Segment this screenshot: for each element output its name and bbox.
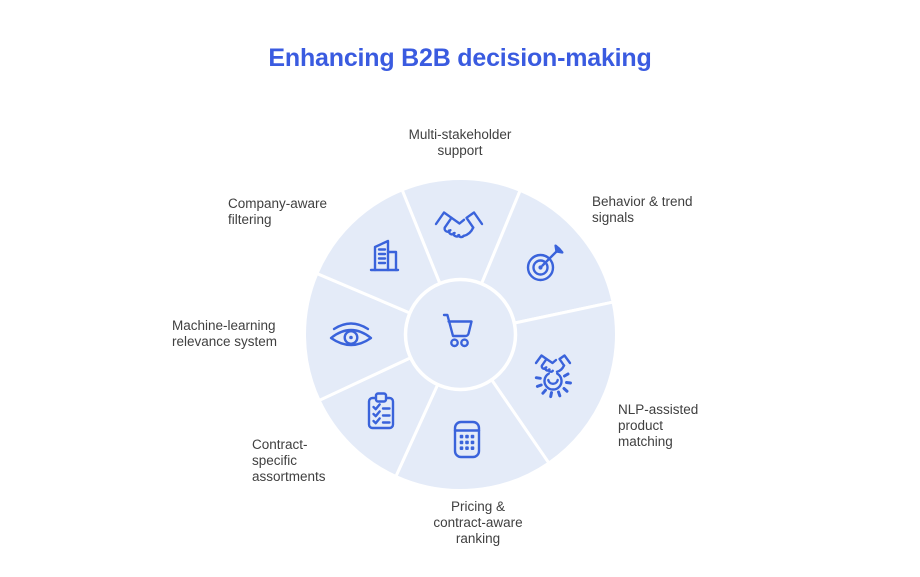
building-icon xyxy=(360,231,408,279)
segment-pricing-contract-aware-ranking xyxy=(394,333,551,492)
segment-label-contract-specific-assortments: Contract- specific assortments xyxy=(252,437,326,484)
segment-machine-learning-relevance-system xyxy=(303,272,462,402)
segment-label-pricing-contract-aware-ranking: Pricing & contract-aware ranking xyxy=(433,499,523,546)
shopping-cart-icon xyxy=(432,308,482,358)
handshake-gear-icon xyxy=(527,348,579,400)
segment-label-company-aware-filtering: Company-aware filtering xyxy=(228,196,328,227)
clipboard-checklist-icon xyxy=(358,388,404,436)
calculator-icon xyxy=(444,416,489,463)
target-icon xyxy=(520,240,568,288)
segment-label-machine-learning-relevance-system: Machine-learning relevance system xyxy=(172,318,278,349)
eye-icon xyxy=(327,312,375,354)
center-hub xyxy=(403,277,518,392)
handshake-icon xyxy=(433,203,485,247)
segment-multi-stakeholder-support xyxy=(400,176,522,336)
page-title: Enhancing B2B decision-making xyxy=(268,44,652,72)
segment-label-multi-stakeholder-support: Multi-stakeholder support xyxy=(408,127,512,158)
segment-label-nlp-assisted-product-matching: NLP-assisted product matching xyxy=(618,402,699,449)
segment-label-behavior-trend-signals: Behavior & trend signals xyxy=(592,194,693,225)
